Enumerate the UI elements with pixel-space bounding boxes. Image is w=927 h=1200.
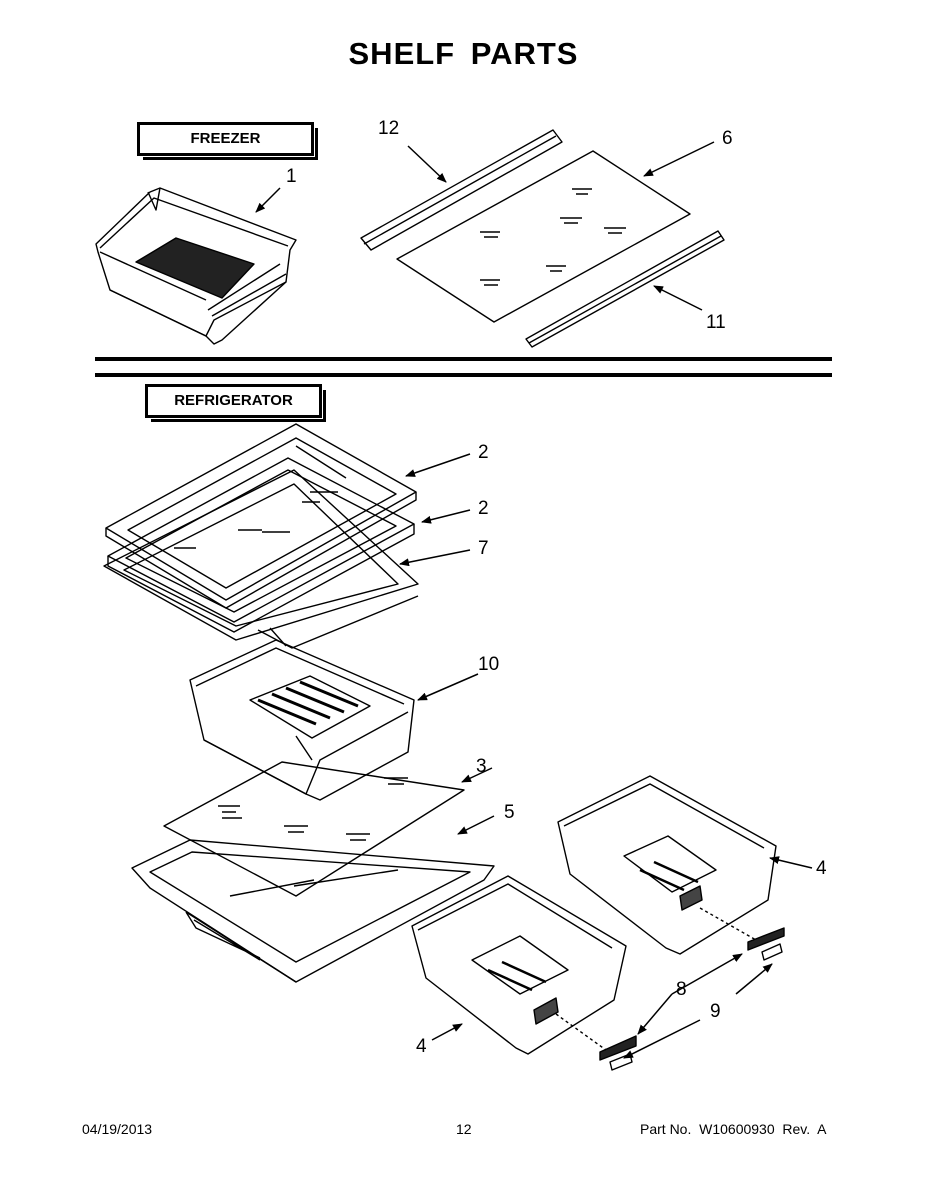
callout-6: 6 — [722, 128, 733, 149]
callout-4-right: 4 — [816, 858, 827, 879]
crisper-cover-frame-part — [131, 839, 495, 983]
callout-10: 10 — [478, 654, 499, 675]
footer-date: 04/19/2013 — [82, 1121, 153, 1137]
deli-drawer-right-part — [557, 775, 777, 955]
freezer-basket-part — [95, 187, 297, 345]
drawer-bracket-part — [555, 907, 785, 1061]
callout-4-left: 4 — [416, 1036, 427, 1057]
footer-page-number: 12 — [456, 1121, 472, 1137]
section-divider-bottom — [95, 373, 832, 377]
callout-11: 11 — [706, 312, 726, 333]
drawer-clip-part — [609, 943, 783, 1071]
crisper-drawer-part — [189, 639, 415, 801]
page-title: SHELF PARTS — [348, 36, 579, 71]
refrigerator-section-label: REFRIGERATOR — [145, 384, 326, 422]
footer-part-number: Part No. W10600930 Rev. A — [640, 1121, 827, 1137]
callout-12: 12 — [378, 118, 399, 139]
callout-1: 1 — [286, 166, 297, 187]
refrigerator-glass-shelf-part — [163, 761, 465, 897]
freezer-front-rail-part — [525, 230, 725, 348]
callout-7: 7 — [478, 538, 489, 559]
freezer-glass-shelf-part — [396, 150, 691, 323]
freezer-rear-rail-part — [360, 129, 563, 251]
callout-9: 9 — [710, 1001, 721, 1022]
callout-2b: 2 — [478, 498, 489, 519]
callout-8: 8 — [676, 979, 687, 1000]
section-divider-top — [95, 357, 832, 361]
refrigerator-upper-shelf-part — [105, 423, 417, 609]
refrigerator-shelf-frame-part — [103, 469, 419, 649]
freezer-section-label: FREEZER — [137, 122, 318, 160]
refrigerator-middle-shelf-part — [107, 457, 415, 633]
callout-2a: 2 — [478, 442, 489, 463]
callout-5: 5 — [504, 802, 515, 823]
callout-3: 3 — [476, 756, 487, 777]
deli-drawer-left-part — [411, 875, 627, 1055]
